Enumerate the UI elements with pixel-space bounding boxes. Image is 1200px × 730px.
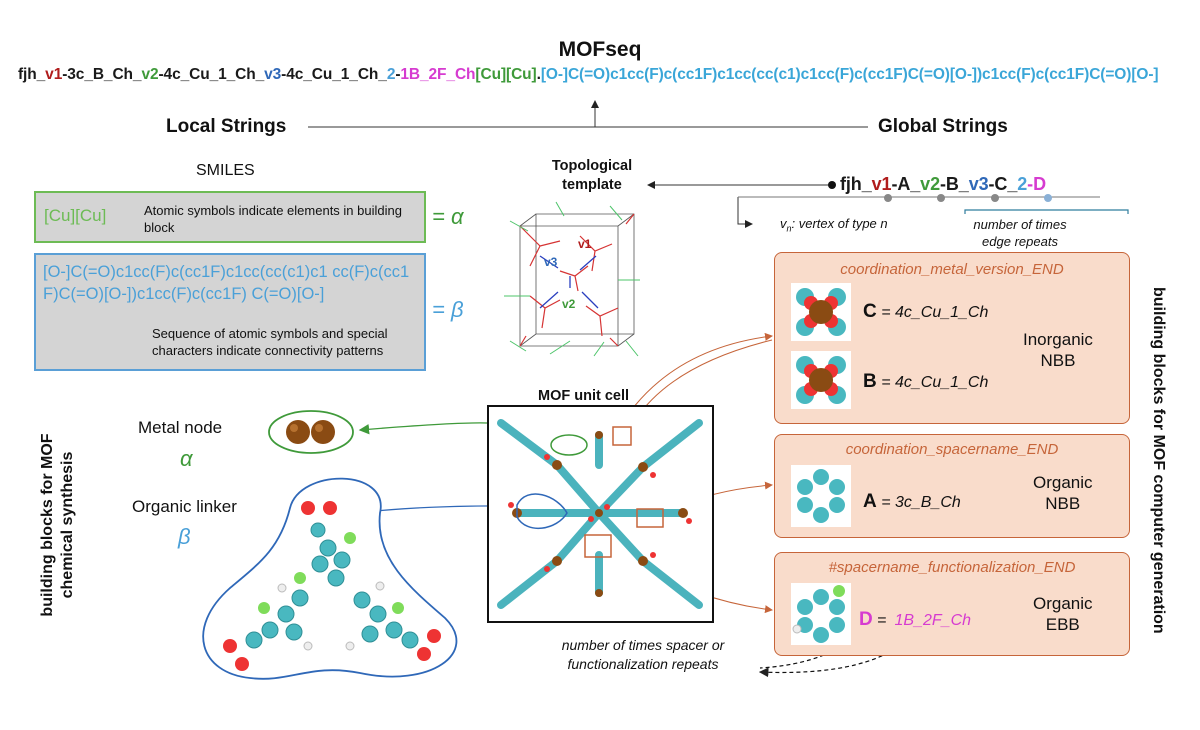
smiles-alpha-code: [Cu][Cu] <box>44 206 107 225</box>
d-assignment: D =1B_2F_Ch <box>859 609 972 630</box>
right-vertical-label: building blocks for MOF computer generat… <box>1150 287 1167 634</box>
organic-nbb-box: coordination_spacername_END A = 3c_B_Ch … <box>774 434 1130 538</box>
metal-node-label: Metal node <box>138 418 223 437</box>
topology-code-segment: -B_ <box>939 174 969 194</box>
mofseq-segment: [Cu][Cu] <box>475 66 537 83</box>
topology-code-segment: v3 <box>968 174 989 194</box>
organic-ebb-box: #spacername_functionalization_END D =1B_… <box>774 552 1130 656</box>
inorganic-nbb-box: coordination_metal_version_END C = 4c_Cu… <box>774 252 1130 424</box>
topology-code-segment: -C_ <box>988 174 1018 194</box>
organic-linker-beta: β <box>178 524 191 549</box>
vertex-note: vn: vertex of type n <box>780 216 888 234</box>
left-vertical-label: building blocks for MOF chemical synthes… <box>39 433 76 617</box>
topology-net: v1 v3 v2 <box>504 201 640 357</box>
mofseq-segment: [O-]C(=O)c1cc(F)c(cc1F)c1cc(cc(c1)c1cc(F… <box>540 66 1159 83</box>
organic-linker-image <box>202 477 458 680</box>
mofseq-segment: - <box>395 66 401 83</box>
smiles-alpha-box: [Cu][Cu] Atomic symbols indicate element… <box>34 191 426 243</box>
mofseq-segment: fjh_ <box>18 66 46 83</box>
smiles-alpha-desc: Atomic symbols indicate elements in buil… <box>144 203 402 235</box>
topology-code-segment: 2 <box>1017 174 1028 194</box>
mofseq-segment: v3 <box>264 66 282 83</box>
beta-equation: = β <box>432 297 464 322</box>
mofseq-sequence: fjh_v1-3c_B_Ch_v2-4c_Cu_1_Ch_v3-4c_Cu_1_… <box>18 66 1159 84</box>
topology-code-segment: -A_ <box>891 174 921 194</box>
topological-template-label: Topological template <box>551 158 633 193</box>
local-strings-label: Local Strings <box>166 116 287 137</box>
topology-code-segment: v2 <box>920 174 940 194</box>
inorganic-nbb-header: coordination_metal_version_END <box>840 261 1064 278</box>
b-assignment: B = 4c_Cu_1_Ch <box>863 371 989 392</box>
mofseq-segment: 1B_2F_Ch <box>400 66 476 83</box>
organic-ebb-header: #spacername_functionalization_END <box>828 559 1076 576</box>
mofseq-segment: v1 <box>45 66 63 83</box>
mofseq-title: MOFseq <box>558 38 642 61</box>
topology-v3-label: v3 <box>544 255 558 269</box>
alpha-equation: = α <box>432 204 464 229</box>
global-strings-label: Global Strings <box>878 116 1008 137</box>
topology-code-segment: -D <box>1027 174 1046 194</box>
edge-repeat-note: number of times edge repeats <box>973 217 1067 249</box>
mof-unit-cell-image <box>487 405 714 623</box>
mofseq-segment: -4c_Cu_1_Ch_ <box>281 66 387 83</box>
organic-nbb-header: coordination_spacername_END <box>845 441 1059 458</box>
organic-linker-label: Organic linker <box>132 497 237 516</box>
spacer-repeat-note: number of times spacer or functionalizat… <box>561 637 725 672</box>
mofseq-segment: -4c_Cu_1_Ch_ <box>158 66 265 83</box>
topology-v1-label: v1 <box>578 237 592 251</box>
benzene-image <box>791 465 851 527</box>
unit-cell-label: MOF unit cell <box>538 388 630 404</box>
metal-node-image <box>268 410 354 454</box>
mofseq-segment: -3c_B_Ch_ <box>62 66 142 83</box>
mofseq-segment: v2 <box>141 66 159 83</box>
topology-code-segment: fjh_ <box>840 174 872 194</box>
smiles-beta-box: [O-]C(=O)c1cc(F)c(cc1F)c1cc(cc(c1)c1 cc(… <box>34 253 426 371</box>
mofseq-segment: 2 <box>386 66 396 83</box>
metal-node-alpha: α <box>180 446 193 471</box>
green-link <box>358 422 501 435</box>
smiles-beta-desc: Sequence of atomic symbols and special c… <box>152 326 388 358</box>
topology-code-segment: v1 <box>871 174 892 194</box>
cu-node-image-c <box>791 283 851 341</box>
smiles-beta-code: [O-]C(=O)c1cc(F)c(cc1F)c1cc(cc(c1)c1 cc(… <box>43 263 410 303</box>
topology-v2-label: v2 <box>562 297 576 311</box>
c-assignment: C = 4c_Cu_1_Ch <box>863 301 989 322</box>
smiles-label: SMILES <box>196 162 255 179</box>
a-assignment: A = 3c_B_Ch <box>863 491 961 512</box>
mofseq-segment: . <box>536 66 541 83</box>
fluorobenzene-image <box>791 583 851 645</box>
cu-node-image-b <box>791 351 851 409</box>
topology-code: fjh_v1-A_v2-B_v3-C_2-D <box>840 174 1046 195</box>
